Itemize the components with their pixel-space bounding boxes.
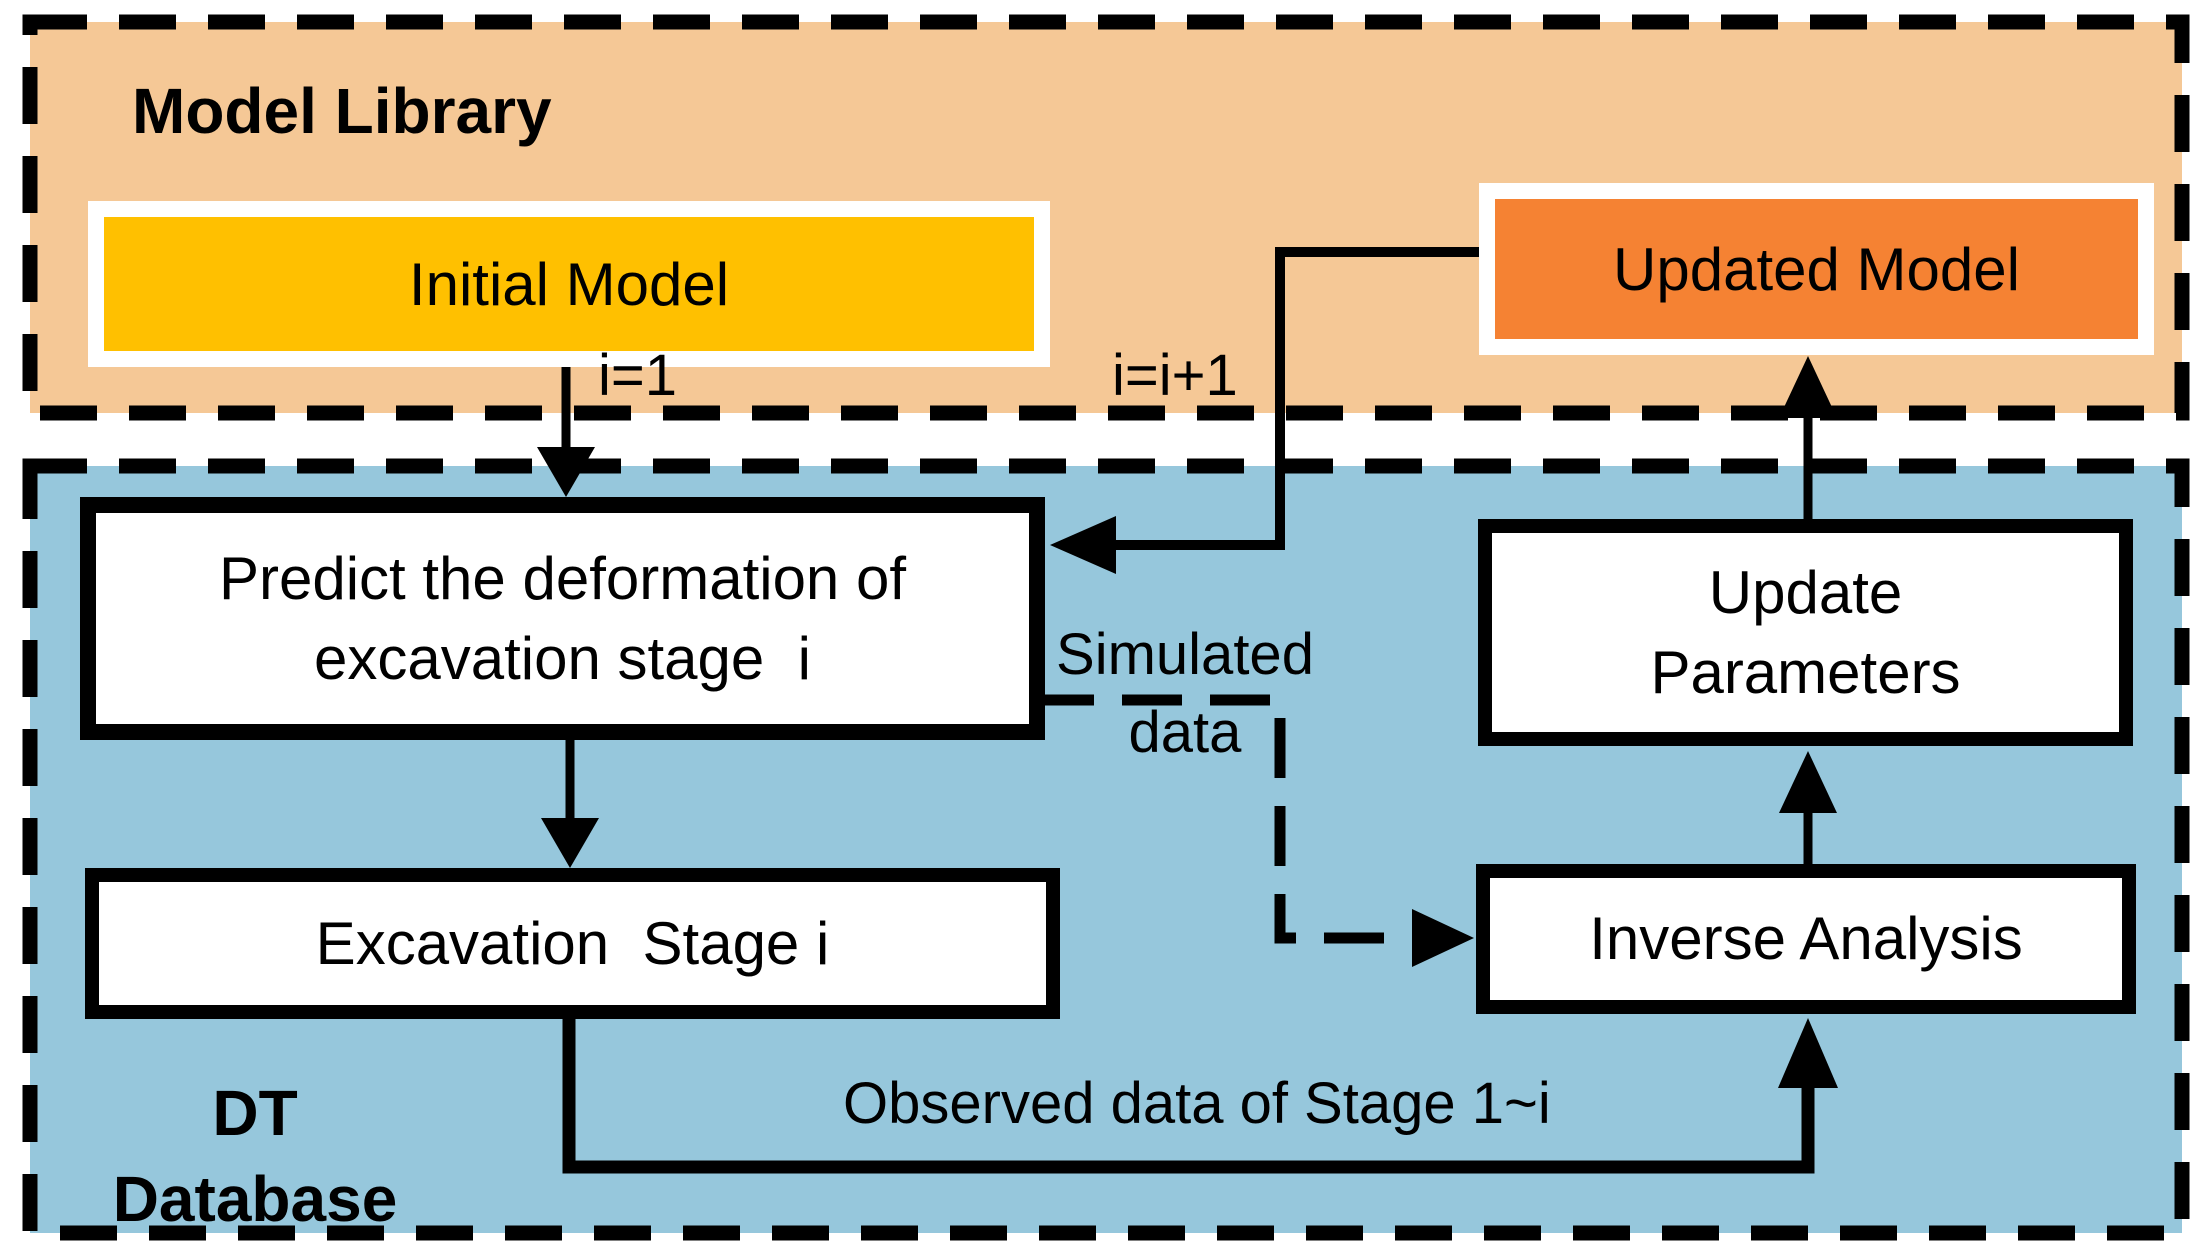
arrow-updated-model-to-predict <box>1050 247 1481 574</box>
excavation-stage-node: Excavation Stage i <box>85 868 1060 1019</box>
label-i-increment: i=i+1 <box>1112 343 1238 408</box>
arrow-update-parameters-to-updated-model <box>1779 356 1837 519</box>
model-library-title: Model Library <box>132 75 552 147</box>
label-i-equals-1: i=1 <box>598 343 678 408</box>
arrow-observed-data <box>562 1018 1838 1174</box>
label-simulated-data: Simulated data <box>1056 622 1314 765</box>
initial-model-node: Initial Model <box>88 201 1050 367</box>
updated-model-node: Updated Model <box>1479 183 2154 355</box>
arrow-inverse-to-update-parameters <box>1779 751 1837 864</box>
arrow-predict-to-excavation <box>541 740 599 868</box>
inverse-analysis-node: Inverse Analysis <box>1476 864 2136 1014</box>
dt-database-title: DT Database <box>112 1077 398 1235</box>
updated-model-label: Updated Model <box>1495 199 2138 339</box>
dashed-arrow-simulated-data <box>1034 694 1474 967</box>
initial-model-label: Initial Model <box>104 217 1034 351</box>
update-parameters-node: Update Parameters <box>1478 519 2133 746</box>
label-observed-data: Observed data of Stage 1~i <box>843 1071 1551 1136</box>
predict-deformation-node: Predict the deformation of excavation st… <box>80 497 1045 740</box>
